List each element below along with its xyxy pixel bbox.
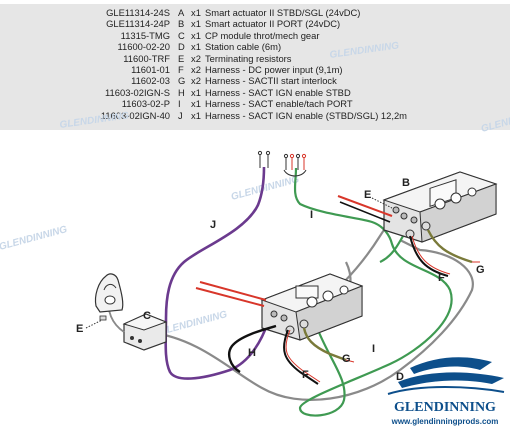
harness-f [411, 235, 451, 275]
part-qty: x2 [191, 64, 201, 75]
part-desc: Harness - SACTII start interlock [205, 75, 337, 87]
harness-g [426, 229, 473, 264]
harness-g [302, 327, 347, 362]
part-letter: B [178, 18, 185, 30]
label-f: F [302, 369, 309, 381]
part-letter: I [178, 98, 181, 110]
part-desc: Harness - DC power input (9,1m) [205, 64, 343, 75]
harness-i [293, 167, 453, 417]
part-desc: Harness - SACT IGN enable STBD [205, 86, 351, 98]
label-e: E [76, 323, 83, 335]
part-letter: D [178, 41, 185, 53]
smart-actuator-b [382, 171, 498, 243]
part-number: 11602-03 [131, 75, 170, 87]
part-letter: C [178, 29, 185, 41]
watermark: GLENDINNING [59, 110, 130, 131]
part-letter: G [178, 75, 186, 87]
part-desc: CP module throt/mech gear [205, 29, 320, 41]
harness-f [283, 329, 319, 385]
harness-j [164, 166, 270, 380]
part-desc: Harness - SACT IGN enable (STBD/SGL) 12,… [205, 109, 407, 121]
label-d: D [396, 371, 404, 383]
label-e: E [364, 189, 371, 201]
label-f: F [438, 272, 445, 284]
part-qty: x2 [191, 75, 201, 87]
logo-boat-icon: GLENDINNING www.glendinningprods.com [387, 357, 505, 426]
label-i: I [372, 343, 375, 355]
part-qty: x1 [191, 109, 201, 121]
label-g: G [476, 264, 485, 276]
watermark: GLENDINNING [158, 309, 229, 338]
brand-logo: GLENDINNING www.glendinningprods.com [380, 348, 510, 429]
harness-f [285, 329, 321, 383]
cp-module-c [122, 313, 168, 351]
part-qty: x1 [191, 98, 201, 110]
part-qty: x1 [191, 86, 201, 98]
part-qty: x1 [191, 7, 201, 18]
watermark: GLENDINNING [230, 174, 301, 203]
control-head [94, 273, 124, 313]
part-number: 11603-02IGN-40 [100, 109, 170, 121]
part-qty: x1 [191, 41, 201, 53]
part-number: GLE11314-24S [106, 7, 170, 18]
part-number: 11601-01 [131, 64, 170, 75]
part-desc: Harness - SACT enable/tach PORT [205, 98, 353, 110]
harness-j-terminals [257, 150, 271, 168]
part-desc: Terminating resistors [205, 52, 292, 64]
logo-brand: GLENDINNING [394, 400, 496, 415]
power-wire [195, 287, 265, 307]
harness-h [228, 324, 277, 374]
part-qty: x2 [191, 52, 201, 64]
part-number: 11603-02-P [121, 98, 170, 110]
label-h: H [248, 347, 256, 359]
label-b: B [402, 177, 410, 189]
harness-f [409, 235, 449, 277]
part-number: 11600-TRF [123, 52, 170, 64]
part-letter: J [178, 109, 183, 121]
part-desc: Station cable (6m) [205, 41, 282, 53]
resistor-e-leader [371, 197, 393, 209]
part-number: 11603-02IGN-S [105, 86, 170, 98]
part-desc: Smart actuator II PORT (24vDC) [205, 18, 341, 30]
logo-url: www.glendinningprods.com [391, 417, 499, 426]
watermark: GLENDINNING [329, 40, 400, 61]
watermark: GLENDINNING [480, 106, 510, 135]
harness-i-terminals [283, 153, 307, 177]
label-c: C [143, 310, 151, 322]
power-wire [199, 281, 267, 301]
part-letter: H [178, 86, 185, 98]
label-j: J [210, 219, 216, 231]
part-letter: F [178, 64, 184, 75]
part-desc: Smart actuator II STBD/SGL (24vDC) [205, 7, 361, 18]
part-qty: x1 [191, 18, 201, 30]
harness-g-tip [345, 261, 480, 363]
part-number: 11315-TMG [120, 29, 170, 41]
power-wire [339, 201, 391, 223]
label-i: I [310, 209, 313, 221]
smart-actuator-a [260, 273, 364, 341]
resistor-e [99, 315, 107, 321]
watermark: GLENDINNING [0, 224, 69, 253]
part-qty: x1 [191, 29, 201, 41]
label-g: G [342, 353, 351, 365]
part-number: 11600-02-20 [117, 41, 170, 53]
part-letter: E [178, 52, 185, 64]
part-number: GLE11314-24P [106, 18, 170, 30]
resistor-e-leader [85, 319, 103, 329]
part-letter: A [178, 7, 185, 18]
power-wire [337, 195, 393, 217]
